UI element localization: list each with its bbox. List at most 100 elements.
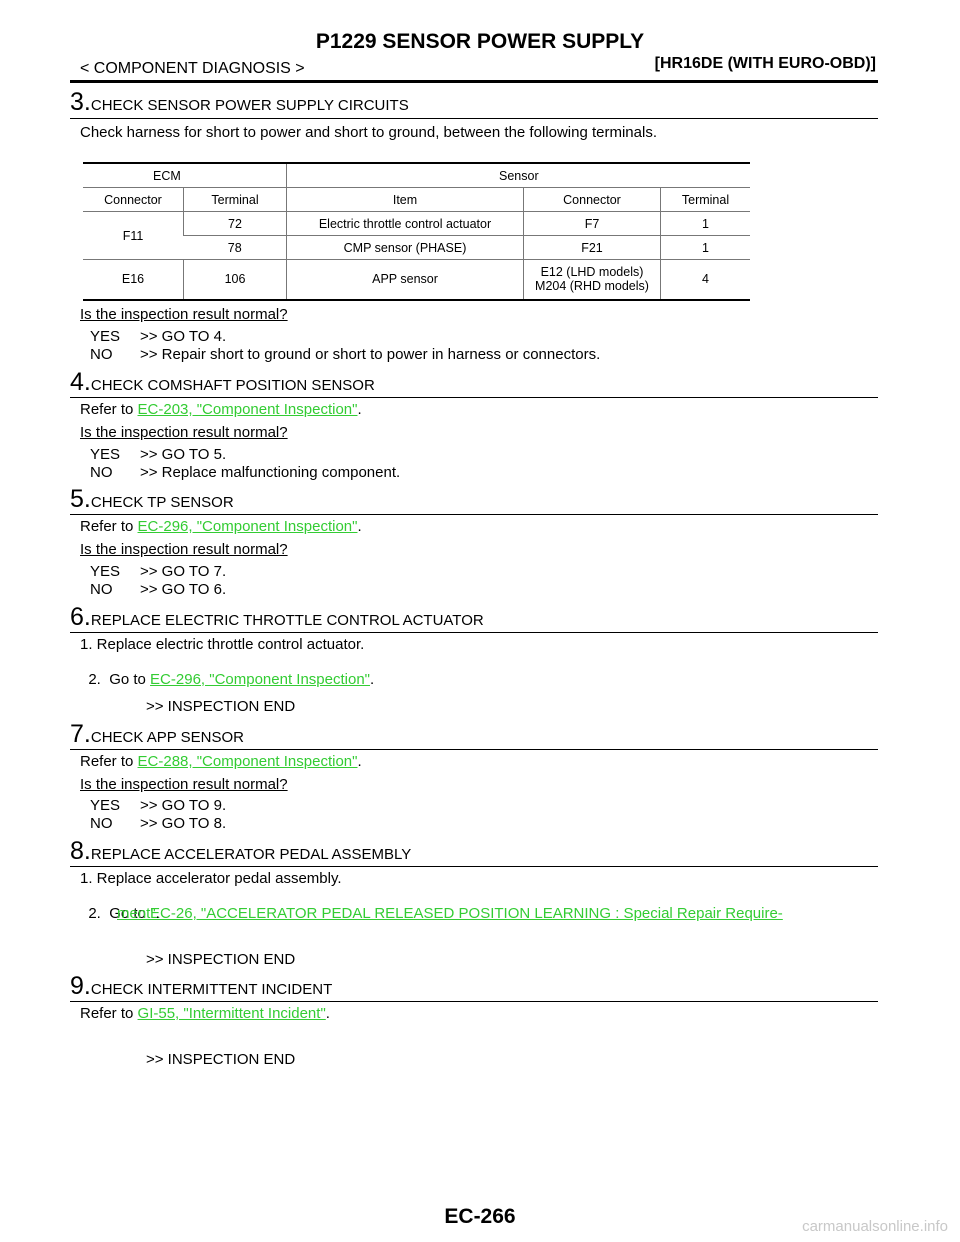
model-label: [HR16DE (WITH EURO-OBD)] — [654, 55, 876, 72]
header-rule — [70, 80, 878, 83]
step-3-title: CHECK SENSOR POWER SUPPLY CIRCUITS — [90, 97, 409, 114]
no-text: >> Repair short to ground or short to po… — [140, 346, 601, 363]
table-cell: F7 — [523, 211, 661, 236]
step-9-end: >> INSPECTION END — [146, 1051, 296, 1068]
refer-prefix: Refer to — [80, 518, 138, 535]
step-8-rule — [70, 866, 878, 867]
table-cell: Electric throttle control actuator — [286, 211, 524, 236]
group-ecm: ECM — [83, 163, 287, 188]
step-4-title: CHECK COMSHAFT POSITION SENSOR — [90, 377, 375, 394]
step-6-link[interactable]: EC-296, "Component Inspection" — [150, 671, 370, 688]
no-label: NO — [90, 581, 113, 598]
table-cell: F11 — [83, 211, 184, 260]
table-row: F11 72 Electric throttle control actuato… — [83, 211, 750, 260]
step-8-number: 8. — [70, 837, 91, 865]
refer-prefix: Refer to — [80, 1005, 138, 1022]
step-7-link[interactable]: EC-288, "Component Inspection" — [137, 753, 358, 770]
period: . — [357, 518, 362, 535]
yes-text: >> GO TO 9. — [140, 797, 227, 814]
step-8-title: REPLACE ACCELERATOR PEDAL ASSEMBLY — [90, 846, 412, 863]
step-3-answers: YES>> GO TO 4. NO>> Repair short to grou… — [90, 328, 600, 364]
step-7-number: 7. — [70, 720, 91, 748]
period: . — [370, 671, 375, 688]
step-4-link[interactable]: EC-203, "Component Inspection" — [137, 401, 358, 418]
no-label: NO — [90, 346, 113, 363]
step-5-answers: YES>> GO TO 7. NO>> GO TO 6. — [90, 563, 226, 599]
item-prefix: 2. Go to — [88, 905, 151, 922]
col-connector: Connector — [83, 187, 184, 212]
yes-text: >> GO TO 5. — [140, 446, 227, 463]
col-sensor-terminal: Terminal — [660, 187, 750, 212]
refer-prefix: Refer to — [80, 401, 138, 418]
connector-rhd: M204 (RHD models) — [535, 279, 649, 294]
period: . — [325, 1005, 330, 1022]
step-3-intro: Check harness for short to power and sho… — [80, 124, 657, 141]
period: . — [357, 753, 362, 770]
step-5-number: 5. — [70, 485, 91, 513]
step-8-item-1: 1. Replace accelerator pedal assembly. — [80, 870, 342, 887]
watermark: carmanualsonline.info — [802, 1218, 948, 1235]
table-header-row: Connector Terminal Item Connector Termin… — [83, 187, 750, 212]
table-cell: 106 — [183, 259, 287, 300]
yes-label: YES — [90, 446, 121, 463]
table-cell: F21 — [523, 235, 661, 260]
table-cell: 1 — [660, 211, 750, 236]
step-5-question: Is the inspection result normal? — [80, 541, 288, 558]
page-number: EC-266 — [444, 1205, 516, 1228]
table-cell: 1 — [660, 235, 750, 260]
terminal-table: ECM Sensor Connector Terminal Item Conne… — [83, 162, 750, 301]
table-group-row: ECM Sensor — [83, 163, 750, 188]
step-9-number: 9. — [70, 972, 91, 1000]
step-9-rule — [70, 1001, 878, 1002]
connector-lhd: E12 (LHD models) — [540, 265, 644, 280]
table-row: E16 106 APP sensor E12 (LHD models) M204… — [83, 259, 750, 300]
period: . — [357, 401, 362, 418]
step-5-title: CHECK TP SENSOR — [90, 494, 234, 511]
table-cell: 72 — [183, 211, 287, 236]
step-4-answers: YES >> GO TO 5. NO >> Replace malfunctioni… — [90, 446, 400, 482]
step-8-item-2: 2. Go to EC-26, "ACCELERATOR PEDAL RELEA… — [80, 888, 783, 922]
step-8-link-line-1[interactable]: EC-26, "ACCELERATOR PEDAL RELEASED POSIT… — [150, 905, 783, 922]
yes-label: YES — [90, 797, 121, 814]
step-3-heading: 3.CHECK SENSOR POWER SUPPLY CIRCUITS — [70, 88, 409, 117]
table-cell: CMP sensor (PHASE) — [286, 235, 524, 260]
no-text: >> GO TO 8. — [140, 815, 227, 832]
no-text: >> GO TO 6. — [140, 581, 227, 598]
step-5-link[interactable]: EC-296, "Component Inspection" — [137, 518, 358, 535]
no-label: NO — [90, 815, 113, 832]
yes-label: YES — [90, 563, 121, 580]
page-title: P1229 SENSOR POWER SUPPLY — [315, 30, 645, 53]
step-4-heading: 4.CHECK COMSHAFT POSITION SENSOR — [70, 368, 375, 397]
step-3-question: Is the inspection result normal? — [80, 306, 288, 323]
no-text: >> Replace malfunctioning component. — [140, 464, 401, 481]
step-7-title: CHECK APP SENSOR — [90, 729, 244, 746]
step-5-rule — [70, 514, 878, 515]
no-label: NO — [90, 464, 113, 481]
step-4-question: Is the inspection result normal? — [80, 424, 288, 441]
col-item: Item — [286, 187, 524, 212]
step-6-title: REPLACE ELECTRIC THROTTLE CONTROL ACTUAT… — [90, 612, 484, 629]
step-8-heading: 8.REPLACE ACCELERATOR PEDAL ASSEMBLY — [70, 837, 411, 866]
group-sensor: Sensor — [286, 163, 750, 188]
table-cell: APP sensor — [286, 259, 524, 300]
step-5-refer: Refer to EC-296, "Component Inspection". — [80, 518, 362, 535]
step-6-item-1: 1. Replace electric throttle control act… — [80, 636, 365, 653]
step-8-link-line-2[interactable]: ment" — [117, 905, 156, 922]
period: . — [155, 905, 160, 922]
step-9-link[interactable]: GI-55, "Intermittent Incident" — [137, 1005, 326, 1022]
col-sensor-connector: Connector — [523, 187, 661, 212]
yes-text: >> GO TO 4. — [140, 328, 227, 345]
step-7-refer: Refer to EC-288, "Component Inspection". — [80, 753, 362, 770]
section-label: < COMPONENT DIAGNOSIS > — [80, 60, 305, 77]
step-7-rule — [70, 749, 878, 750]
table-cell: E12 (LHD models) M204 (RHD models) — [523, 259, 661, 300]
step-8-item-2-cont: ment". — [117, 905, 160, 922]
step-7-heading: 7.CHECK APP SENSOR — [70, 720, 244, 749]
col-terminal: Terminal — [183, 187, 287, 212]
step-4-number: 4. — [70, 368, 91, 396]
table-row: 78 CMP sensor (PHASE) F21 1 — [83, 235, 750, 260]
step-6-number: 6. — [70, 603, 91, 631]
refer-prefix: Refer to — [80, 753, 138, 770]
step-9-refer: Refer to GI-55, "Intermittent Incident". — [80, 1005, 330, 1022]
step-9-title: CHECK INTERMITTENT INCIDENT — [90, 981, 333, 998]
